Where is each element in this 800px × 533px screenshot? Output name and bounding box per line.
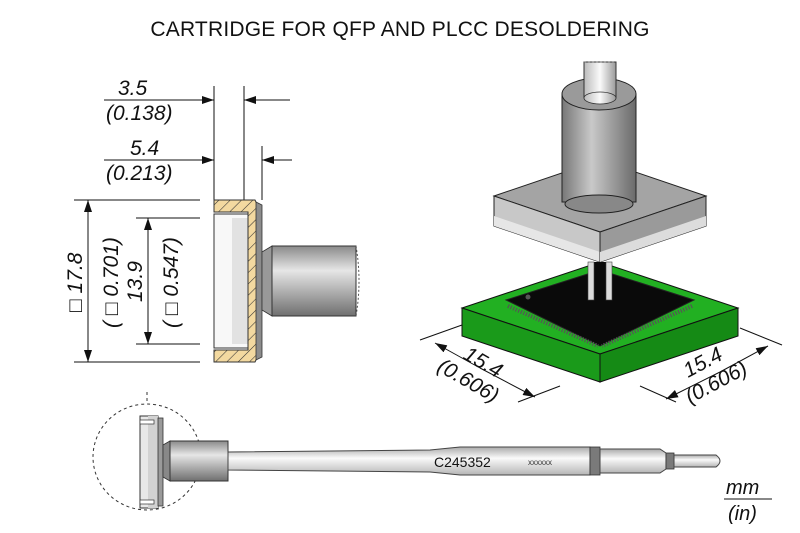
units-in: (in) (728, 503, 757, 525)
dim-inner-height: 13.9 ( □ 0.547) (124, 217, 200, 345)
dim-inner-height-mm: 13.9 (124, 261, 147, 302)
dim-total-width: 5.4 (0.213) (104, 137, 292, 200)
section-view: 3.5 (0.138) 5.4 (0.213) □ 17.8 ( □ 0.701… (64, 77, 360, 363)
dim-inner-height-in: ( □ 0.547) (160, 237, 183, 328)
qfp-chip (504, 269, 696, 348)
dim-top-width-mm: 3.5 (118, 77, 148, 100)
dim-top-width-in: (0.138) (106, 102, 173, 125)
dim-total-width-mm: 5.4 (130, 137, 159, 160)
dim-outer-height: □ 17.8 ( □ 0.701) (64, 199, 200, 363)
dim-outer-height-mm: □ 17.8 (64, 252, 87, 312)
serial-number: xxxxxx (528, 458, 552, 467)
isometric-view: 15.4 (0.606) 15.4 (0.606) (419, 61, 783, 408)
dim-top-width: 3.5 (0.138) (104, 77, 290, 200)
units-mm: mm (726, 477, 759, 499)
dim-total-width-in: (0.213) (106, 162, 173, 185)
cartridge-side-view: C245352 xxxxxx (92, 392, 721, 511)
cartridge-section (213, 199, 360, 363)
dim-outer-height-in: ( □ 0.701) (100, 237, 123, 328)
units-legend: mm (in) (724, 477, 772, 525)
diagram-title: CARTRIDGE FOR QFP AND PLCC DESOLDERING (150, 18, 650, 41)
part-number: C245352 (434, 454, 491, 470)
cartridge-cylinder (561, 61, 637, 214)
